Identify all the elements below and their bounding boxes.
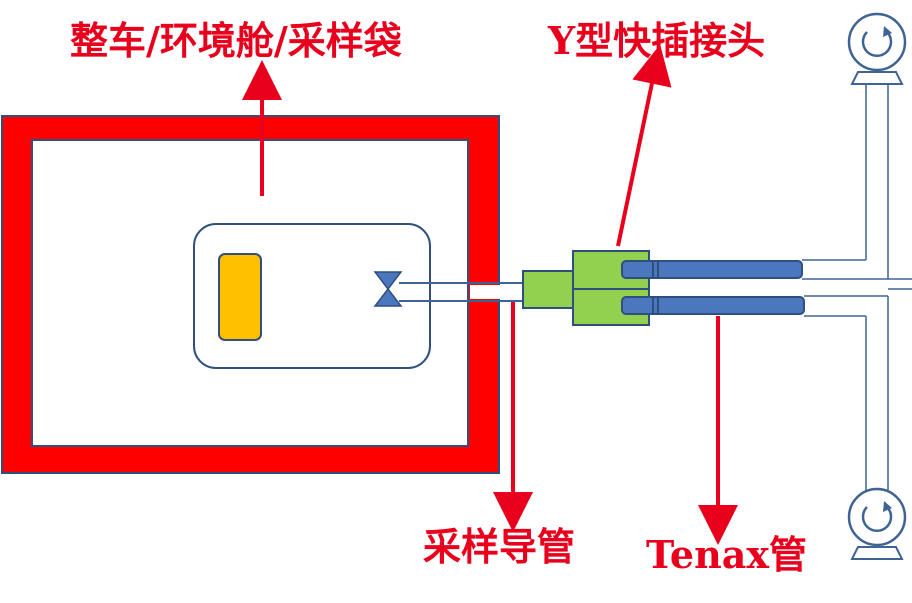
sampling-tube — [399, 282, 524, 302]
pump-pipe-upper — [802, 83, 898, 280]
pump-icon — [847, 487, 907, 560]
label-y-connector: Y型快插接头 — [547, 18, 765, 63]
label-tenax-tube: Tenax管 — [646, 532, 807, 577]
pump-pipe-lower — [804, 278, 912, 490]
arrow-y-connector — [616, 44, 672, 247]
sample-source-block — [218, 253, 262, 341]
label-sampling-tube: 采样导管 — [423, 524, 575, 569]
tenax-tube-lower — [621, 296, 805, 315]
pump-icon — [847, 12, 907, 85]
label-chamber: 整车/环境舱/采样袋 — [70, 18, 402, 63]
tenax-tube-upper — [621, 260, 803, 279]
valve-icon — [373, 271, 403, 307]
